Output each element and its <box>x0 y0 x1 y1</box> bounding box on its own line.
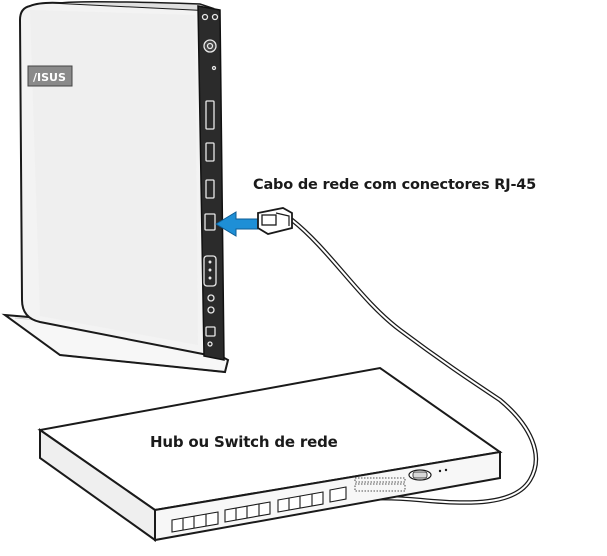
cable-label: Cabo de rede com conectores RJ-45 <box>253 177 537 193</box>
switch-led-grid <box>354 477 406 492</box>
hub-switch-label: Hub ou Switch de rede <box>150 433 338 451</box>
brand-logo: /ISUS <box>27 65 73 87</box>
rj45-cable <box>289 217 539 505</box>
mini-pc: /ISUS <box>1 0 230 374</box>
pc-ports <box>201 13 219 347</box>
brand-logo-text: /ISUS <box>33 71 66 84</box>
network-switch <box>37 366 503 542</box>
switch-ports <box>171 486 347 533</box>
rj45-connector <box>257 207 293 235</box>
switch-serial-port <box>408 468 448 481</box>
